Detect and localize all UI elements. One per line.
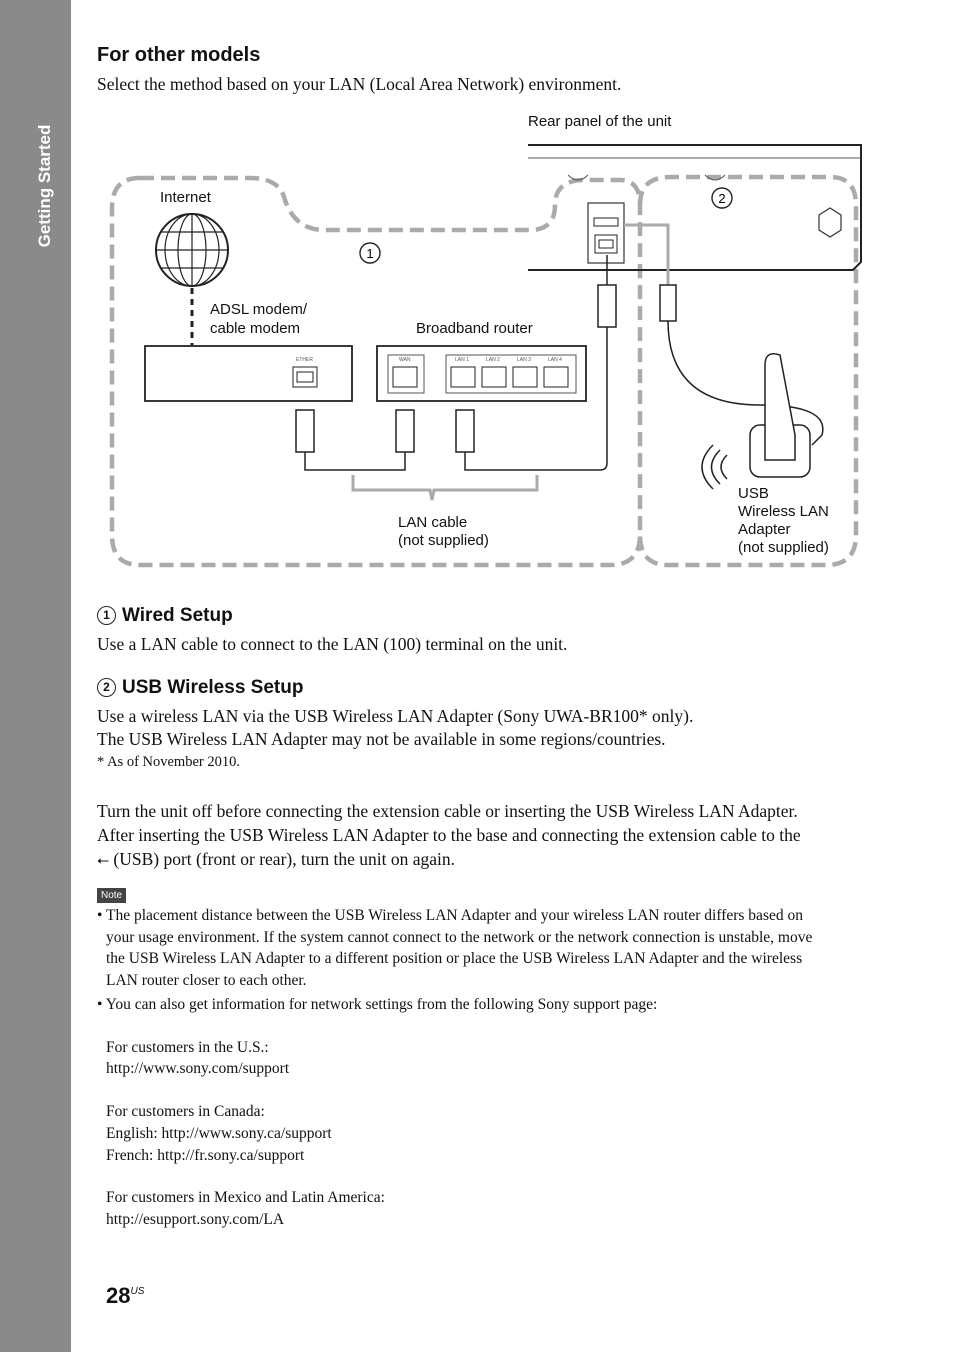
note-badge: Note bbox=[97, 888, 127, 903]
adapter-label-4: (not supplied) bbox=[738, 539, 829, 556]
canada-french-url[interactable]: French: http://fr.sony.ca/support bbox=[106, 1147, 305, 1164]
lan-cable-label-2: (not supplied) bbox=[398, 532, 489, 549]
router-box: WAN LAN 1 LAN 2 LAN 3 LAN 4 bbox=[376, 345, 587, 402]
page-number-value: 28 bbox=[106, 1283, 131, 1308]
section-intro: Select the method based on your LAN (Loc… bbox=[97, 74, 622, 94]
page-number: 28US bbox=[106, 1283, 144, 1309]
canada-label: For customers in Canada: bbox=[106, 1103, 265, 1120]
wired-setup-heading: 1 Wired Setup bbox=[97, 605, 233, 627]
us-label: For customers in the U.S.: bbox=[106, 1039, 269, 1056]
note-bullet2: • You can also get information for netwo… bbox=[97, 996, 658, 1013]
adapter-label-1: USB bbox=[738, 485, 769, 502]
adapter-label-2: Wireless LAN bbox=[738, 503, 829, 520]
wired-text: Use a LAN cable to connect to the LAN (1… bbox=[97, 634, 568, 654]
note-bullet1-line1: • The placement distance between the USB… bbox=[97, 907, 803, 924]
body-line2: After inserting the USB Wireless LAN Ada… bbox=[97, 825, 801, 845]
wireless-line2: The USB Wireless LAN Adapter may not be … bbox=[97, 729, 666, 749]
wireless-line1: Use a wireless LAN via the USB Wireless … bbox=[97, 706, 694, 726]
side-tab: Getting Started bbox=[0, 0, 71, 1352]
connection-diagram: Rear panel of the unit 1 2 Internet ADSL… bbox=[109, 113, 862, 568]
rear-panel-label: Rear panel of the unit bbox=[528, 113, 672, 130]
wireless-setup-heading: 2 USB Wireless Setup bbox=[97, 677, 303, 699]
wireless-region-outline bbox=[637, 174, 859, 568]
port-wan-label: WAN bbox=[399, 357, 411, 363]
port-lan2-label: LAN 2 bbox=[486, 357, 500, 363]
us-url[interactable]: http://www.sony.com/support bbox=[106, 1060, 290, 1077]
modem-label-1: ADSL modem/ bbox=[210, 301, 308, 318]
modem-box: ETHER bbox=[144, 345, 353, 402]
lan-cable-label-1: LAN cable bbox=[398, 514, 467, 531]
port-lan4-label: LAN 4 bbox=[548, 357, 562, 363]
usb-wireless-adapter bbox=[624, 223, 824, 490]
internet-label: Internet bbox=[160, 189, 212, 206]
mexico-url[interactable]: http://esupport.sony.com/LA bbox=[106, 1211, 285, 1228]
marker-1: 1 bbox=[366, 246, 373, 261]
wired-region-outline bbox=[109, 175, 643, 568]
wireless-footnote: * As of November 2010. bbox=[97, 754, 240, 770]
mexico-label: For customers in Mexico and Latin Americ… bbox=[106, 1189, 385, 1206]
modem-label-2: cable modem bbox=[210, 320, 300, 337]
adapter-label-3: Adapter bbox=[738, 521, 791, 538]
port-lan1-label: LAN 1 bbox=[455, 357, 469, 363]
body-line3-wrap: ⭠ (USB) port (front or rear), turn the u… bbox=[97, 848, 455, 872]
page-number-suffix: US bbox=[130, 1286, 145, 1297]
router-label: Broadband router bbox=[416, 320, 533, 337]
marker-2: 2 bbox=[718, 191, 725, 206]
wired-title: Wired Setup bbox=[122, 605, 233, 626]
wireless-number: 2 bbox=[97, 678, 116, 697]
port-lan3-label: LAN 3 bbox=[517, 357, 531, 363]
wired-number: 1 bbox=[97, 606, 116, 625]
unit-rear-panel bbox=[528, 144, 862, 271]
body-line3: (USB) port (front or rear), turn the uni… bbox=[113, 849, 456, 869]
side-tab-label: Getting Started bbox=[35, 124, 54, 248]
section-title: For other models bbox=[97, 44, 261, 66]
note-bullet1-line3: the USB Wireless LAN Adapter to a differ… bbox=[106, 950, 803, 967]
usb-icon: ⭠ bbox=[97, 851, 110, 869]
note-bullet1-line4: LAN router closer to each other. bbox=[106, 972, 307, 989]
wireless-title: USB Wireless Setup bbox=[122, 677, 304, 698]
internet-globe-icon bbox=[155, 213, 229, 287]
note-bullet1-line2: your usage environment. If the system ca… bbox=[106, 929, 813, 946]
port-ether-label: ETHER bbox=[296, 357, 313, 363]
canada-english-url[interactable]: English: http://www.sony.ca/support bbox=[106, 1125, 332, 1142]
lan-cables bbox=[295, 255, 617, 471]
body-line1: Turn the unit off before connecting the … bbox=[97, 801, 798, 821]
